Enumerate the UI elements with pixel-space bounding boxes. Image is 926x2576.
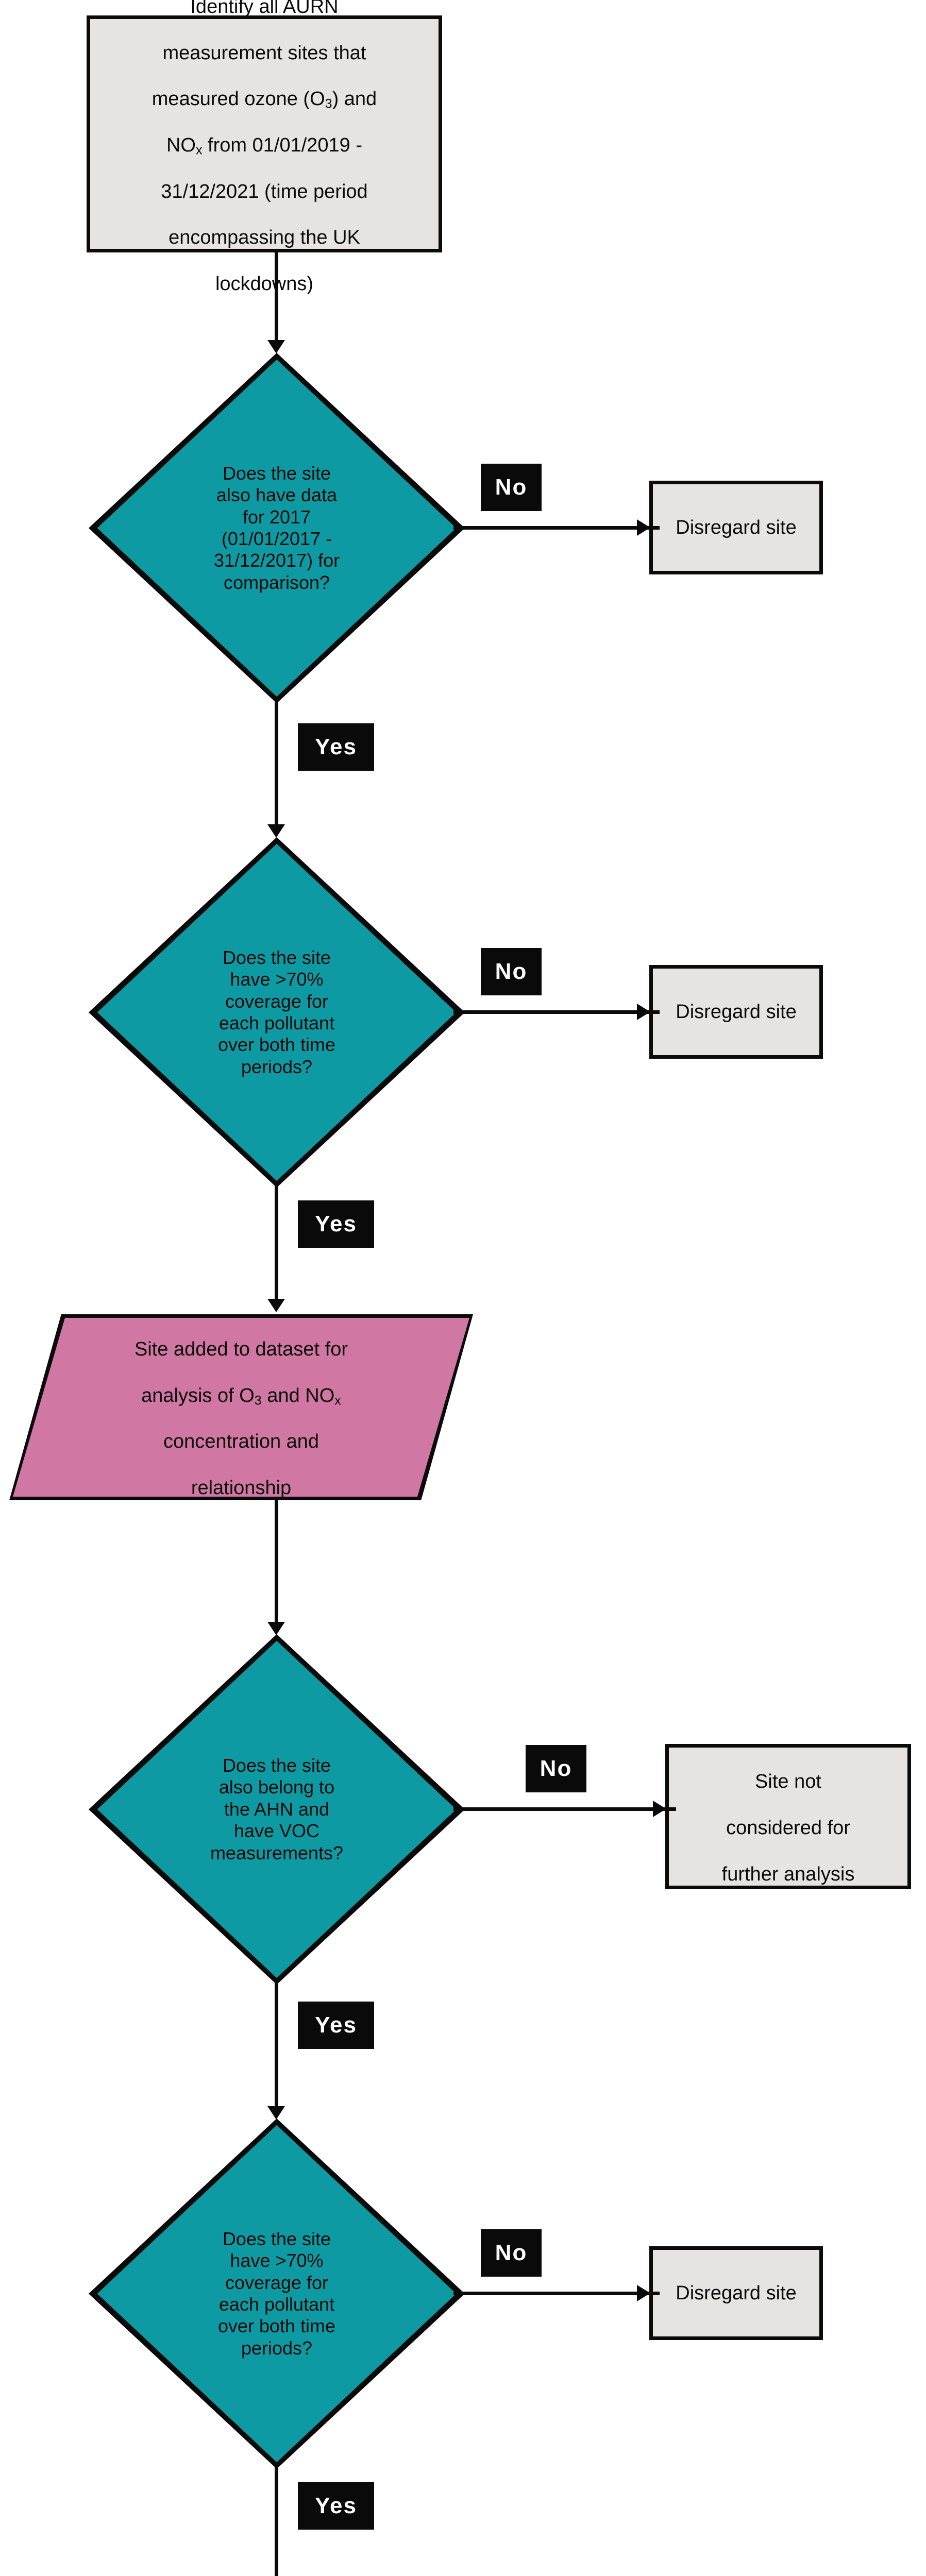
start-line-5: 31/12/2021 (time period [161, 180, 368, 202]
arrowhead-decision2-yes [267, 1299, 285, 1312]
arrowhead-start-to-decision1 [267, 340, 285, 353]
node-disregard-site-1-label: Disregard site [676, 516, 797, 538]
start-line-3-sub: 3 [325, 96, 332, 111]
start-line-1: Identify all AURN [190, 0, 339, 18]
edge-label-no-3: No [526, 1745, 586, 1792]
edge-label-no-2: No [481, 948, 542, 995]
diamond-1-fill [89, 353, 465, 703]
node-disregard-site-3-label: Disregard site [676, 2282, 797, 2304]
arrowhead-decision2-no [637, 1004, 650, 1020]
edge-label-yes-3: Yes [298, 2002, 374, 2049]
connector-decision1-yes [275, 701, 278, 827]
start-line-4b: from 01/01/2019 - [202, 134, 363, 156]
edge-label-yes-2: Yes [298, 1200, 374, 1248]
connector-start-to-decision1 [275, 252, 278, 343]
node-has-2017-data[interactable]: Does the site also have data for 2017 (0… [89, 353, 465, 703]
node-site-not-considered[interactable]: Site not considered for further analysis [665, 1744, 911, 1889]
connector-decision2-no [453, 1010, 660, 1014]
node-ahn-voc[interactable]: Does the site also belong to the AHN and… [89, 1634, 465, 1985]
node-disregard-site-3[interactable]: Disregard site [649, 2246, 823, 2340]
node-identify-sites[interactable]: Identify all AURN measurement sites that… [87, 0, 442, 295]
arrowhead-decision3-yes [267, 2106, 285, 2120]
parallelogram-1-fill [13, 1318, 469, 1497]
terminal3-line-1: Site not [755, 1771, 821, 1793]
connector-decision2-yes [275, 1185, 278, 1301]
node-coverage-70-first[interactable]: Does the site have >70% coverage for eac… [89, 837, 465, 1188]
edge-label-no-1: No [481, 464, 542, 511]
node-identify-sites-label: Identify all AURN measurement sites that… [145, 0, 384, 296]
terminal3-line-2: considered for [726, 1817, 850, 1839]
diamond-3-fill [89, 1634, 465, 1985]
start-line-4-sub: x [195, 143, 203, 158]
node-disregard-site-2[interactable]: Disregard site [649, 965, 823, 1059]
arrowhead-decision1-yes [267, 824, 285, 838]
arrowhead-decision1-no [637, 519, 650, 536]
connector-decision4-yes [275, 2466, 278, 2576]
edge-label-no-4: No [481, 2229, 542, 2277]
arrowhead-output1-to-decision3 [267, 1622, 285, 1635]
node-disregard-site-1[interactable]: Disregard site [649, 481, 823, 574]
terminal3-line-3: further analysis [721, 1863, 855, 1885]
connector-decision3-yes [275, 1982, 278, 2108]
node-coverage-70-second[interactable]: Does the site have >70% coverage for eac… [89, 2119, 465, 2469]
start-line-2: measurement sites that [162, 42, 366, 64]
start-line-4a: NO [166, 134, 196, 156]
start-line-6: encompassing the UK [169, 227, 360, 249]
arrowhead-decision4-no [637, 2285, 650, 2301]
connector-decision3-no [453, 1807, 676, 1811]
diamond-4-fill [89, 2119, 465, 2469]
start-line-7: lockdowns) [215, 273, 314, 295]
connector-output1-to-decision3 [275, 1500, 278, 1624]
edge-label-yes-4: Yes [298, 2482, 374, 2530]
connector-decision1-no [453, 526, 660, 530]
connector-decision4-no [453, 2292, 660, 2295]
node-disregard-site-2-label: Disregard site [676, 1001, 797, 1023]
diamond-2-fill [89, 837, 465, 1188]
start-line-3b: ) and [332, 88, 377, 110]
start-line-3a: measured ozone (O [151, 88, 325, 110]
arrowhead-decision3-no [653, 1801, 666, 1817]
edge-label-yes-1: Yes [298, 723, 374, 771]
node-added-o3-nox-analysis[interactable]: Site added to dataset for analysis of O3… [9, 1314, 473, 1500]
node-site-not-considered-label: Site not considered for further analysis [715, 1748, 862, 1886]
